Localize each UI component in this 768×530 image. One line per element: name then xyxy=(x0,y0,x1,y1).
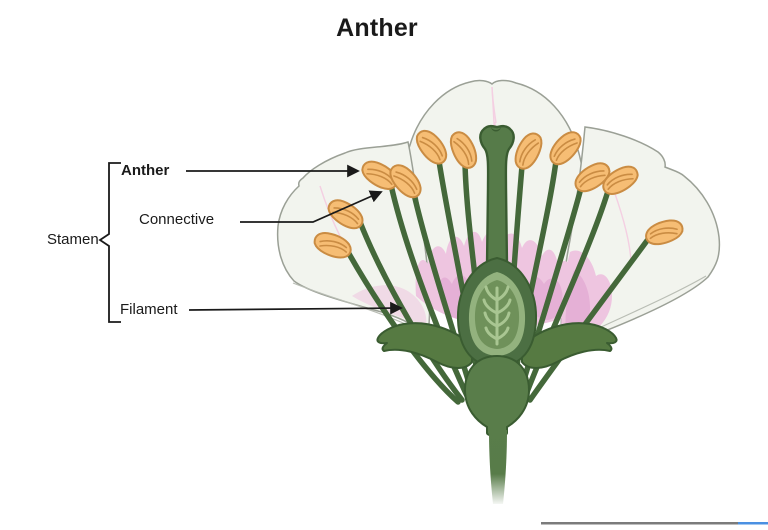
filament-shape xyxy=(357,219,465,403)
receptacle xyxy=(463,354,531,437)
bottom-line-blue-segment xyxy=(738,522,768,525)
bottom-edge-line xyxy=(541,522,768,525)
anther-shape xyxy=(514,132,543,170)
anther-shape xyxy=(415,129,448,165)
anther-shape xyxy=(361,160,398,190)
sepal-left xyxy=(376,322,473,369)
sepal-right xyxy=(521,322,618,369)
anther-shape xyxy=(449,131,478,169)
filament-leader-line xyxy=(188,301,403,315)
ovary xyxy=(456,256,538,369)
filament-shape xyxy=(527,235,652,403)
style-and-stigma xyxy=(479,124,515,268)
annotation-lines xyxy=(98,162,403,323)
petal-center-vein2 xyxy=(491,86,497,124)
ovule-vein-pattern xyxy=(482,285,512,346)
anther-shape xyxy=(645,219,684,246)
pistil xyxy=(479,124,515,268)
anther-shape xyxy=(313,232,352,259)
filament-shape xyxy=(388,182,471,401)
connective-leader-line xyxy=(240,190,383,223)
receptacle-and-stem xyxy=(463,354,531,504)
label-connective: Connective xyxy=(139,211,215,228)
label-stamen: Stamen xyxy=(47,231,99,248)
filament-shape xyxy=(521,188,611,403)
anthers xyxy=(313,129,684,259)
stigma-notch xyxy=(491,127,501,132)
label-filament: Filament xyxy=(120,301,178,318)
diagram-title: Anther xyxy=(336,14,418,42)
stamen-bracket xyxy=(98,162,121,323)
stem xyxy=(489,430,507,504)
anther-shape xyxy=(574,162,611,193)
anther-shape xyxy=(549,131,582,166)
sepals xyxy=(376,322,618,369)
anther-shape xyxy=(389,164,422,199)
label-anther: Anther xyxy=(121,162,170,179)
bottom-line-gray-segment xyxy=(541,522,738,525)
anther-shape xyxy=(602,165,639,195)
